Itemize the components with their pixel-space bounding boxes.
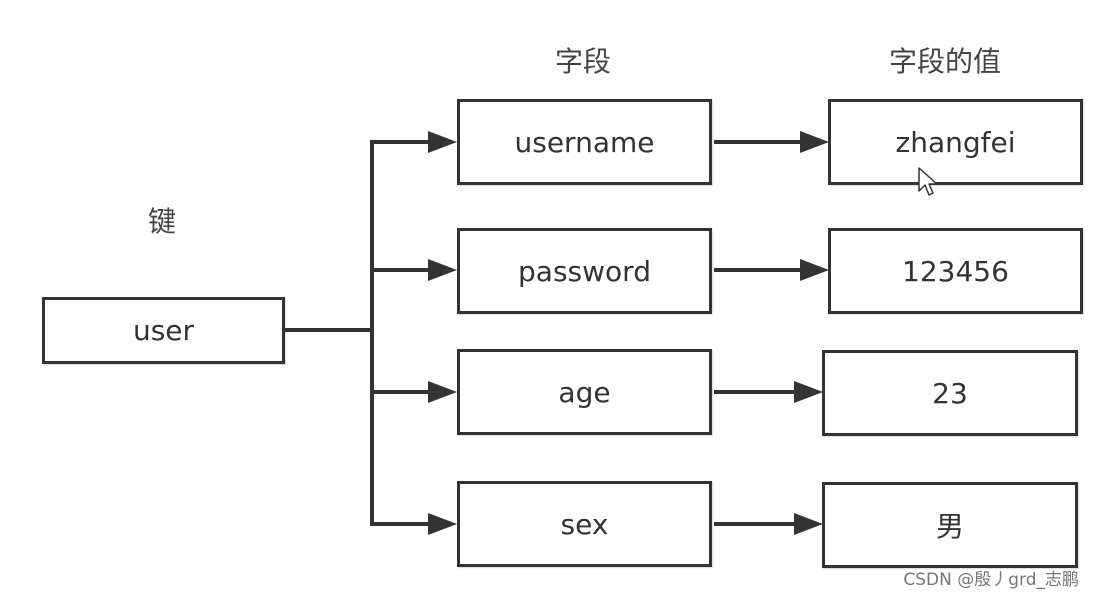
value-box-123456: 123456	[828, 228, 1083, 314]
arrowhead-username	[428, 131, 457, 153]
field-box-password: password	[457, 228, 712, 314]
value-box-zhangfei: zhangfei	[828, 99, 1083, 185]
heading-key: 键	[148, 205, 177, 238]
watermark-text: CSDN @殷丿grd_志鹏	[903, 570, 1079, 590]
arrowhead-age	[428, 381, 457, 403]
arrowhead-password	[428, 259, 457, 281]
value-box-male: 男	[822, 482, 1078, 568]
arrowhead-sex	[428, 513, 457, 535]
mouse-pointer-icon	[918, 167, 938, 196]
heading-value: 字段的值	[889, 45, 1002, 78]
arrowhead-password-value	[800, 259, 829, 281]
field-box-sex: sex	[457, 481, 712, 567]
arrowhead-age-value	[794, 381, 823, 403]
field-box-age: age	[457, 349, 712, 435]
key-box-user: user	[42, 297, 285, 364]
heading-field: 字段	[555, 45, 612, 78]
arrowhead-username-value	[800, 131, 829, 153]
field-box-username: username	[457, 99, 712, 185]
value-box-23: 23	[822, 350, 1078, 436]
arrowhead-sex-value	[794, 513, 823, 535]
